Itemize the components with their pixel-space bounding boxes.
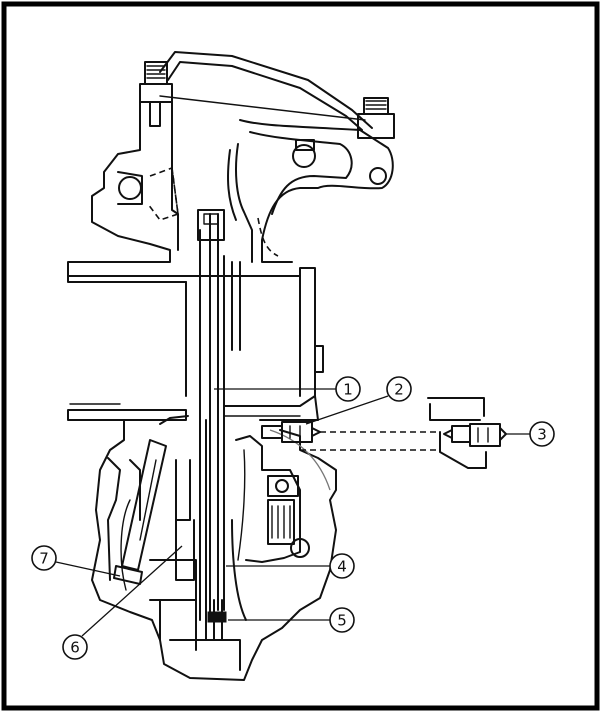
callout-4-label: 4 [337, 558, 347, 576]
callout-6-label: 6 [70, 639, 80, 657]
callout-7-label: 7 [39, 550, 49, 568]
callout-1: 1 [214, 376, 361, 402]
callout-1-label: 1 [343, 381, 353, 399]
callout-2-label: 2 [394, 381, 404, 399]
callout-3-label: 3 [537, 426, 547, 444]
exploded-connector-part [427, 397, 507, 469]
callout-7: 7 [31, 545, 121, 577]
callout-5: 5 [228, 607, 355, 633]
callout-4: 4 [226, 553, 355, 579]
carburetor-body [67, 51, 395, 681]
callout-3: 3 [506, 421, 555, 447]
callout-2: 2 [305, 376, 412, 425]
callout-5-label: 5 [337, 612, 347, 630]
callout-6: 6 [62, 545, 183, 660]
